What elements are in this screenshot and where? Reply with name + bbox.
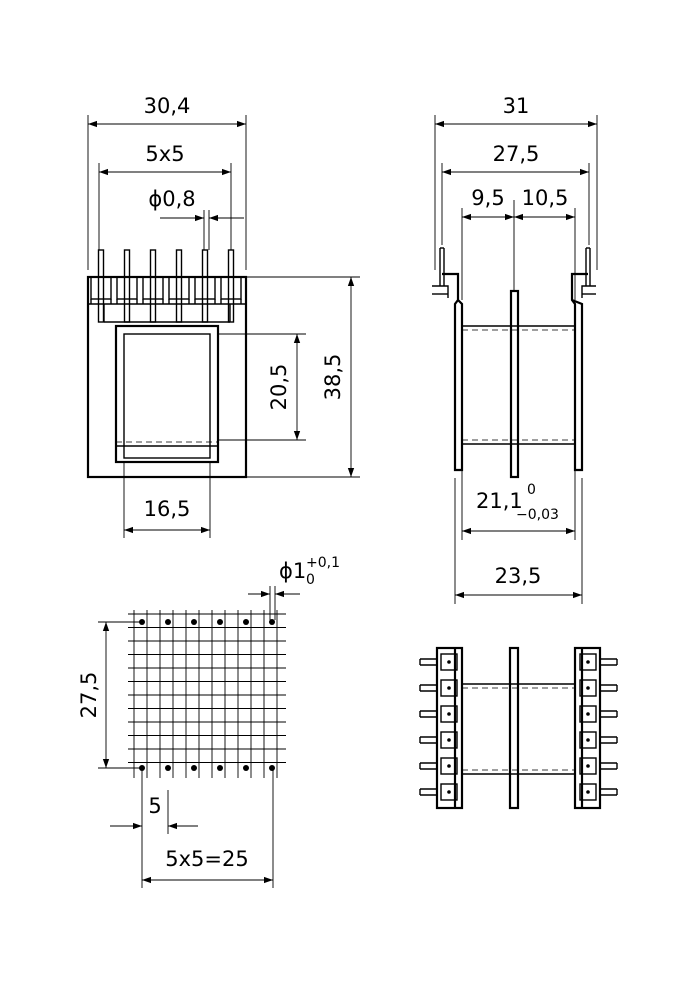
pin-slot [142, 276, 164, 300]
dim-pin-span-total: 5x5=25 [165, 847, 248, 871]
pcb-hole [217, 765, 223, 771]
dim-grid-pitch: 5 [148, 794, 161, 818]
pin-slot [220, 276, 242, 300]
dim-winding-tol-lower: −0,03 [516, 507, 559, 523]
pin-pad-right [579, 757, 597, 775]
bottom-pins [419, 653, 618, 801]
front-pins [90, 249, 242, 323]
pin-dot-right [586, 686, 590, 690]
pcb-hole [269, 765, 275, 771]
pin-pad-left [440, 679, 458, 697]
dim-hole-tol-lower: 0 [306, 572, 315, 588]
pin-pad-left [440, 731, 458, 749]
pcb-grid [128, 610, 286, 778]
pin-pad-right [579, 679, 597, 697]
dim-hole-diameter: ϕ1 [279, 559, 306, 583]
pcb-hole [243, 765, 249, 771]
pcb-hole [217, 619, 223, 625]
pin-dot-left [447, 764, 451, 768]
pin [149, 249, 157, 323]
pin [175, 249, 183, 323]
pcb-hole [191, 765, 197, 771]
center-flange-bottom [508, 646, 520, 810]
pin-pad-right [579, 731, 597, 749]
pcb-hole [165, 765, 171, 771]
pin-slot [90, 276, 112, 300]
bobbin-body [86, 275, 248, 479]
pin-dot-right [586, 712, 590, 716]
dim-pin-span: 27,5 [493, 142, 540, 166]
side-view: 31 27,5 9,5 10,5 21,1 0 −0,03 23,5 [432, 94, 598, 604]
center-flange [509, 289, 520, 479]
dim-winding-tol-upper: 0 [527, 482, 536, 498]
bottom-view [419, 646, 618, 810]
pin-pad-right [579, 653, 597, 671]
pcb-layout: ϕ1 +0,1 0 27,5 5 5x5=25 [77, 555, 340, 888]
left-pin-strip [435, 646, 464, 810]
pin-slot [194, 276, 216, 300]
dim-section-right: 10,5 [522, 186, 569, 210]
dim-flange-width: 23,5 [495, 564, 542, 588]
pin-dot-left [447, 686, 451, 690]
pcb-hole [191, 619, 197, 625]
dim-side-width: 31 [503, 94, 530, 118]
dim-pin-diameter: ϕ0,8 [148, 187, 195, 211]
pin-dot-left [447, 660, 451, 664]
pin-dot-right [586, 790, 590, 794]
dim-row-span: 27,5 [77, 672, 101, 719]
pin [201, 249, 209, 323]
pin [97, 249, 105, 323]
pin-dot-right [586, 764, 590, 768]
pin [227, 249, 235, 323]
pcb-hole [243, 619, 249, 625]
dim-window-height: 20,5 [267, 364, 291, 411]
pin-pad-right [579, 783, 597, 801]
dim-height-overall: 38,5 [321, 354, 345, 401]
dim-width-overall: 30,4 [144, 94, 191, 118]
pin-slot [168, 276, 190, 300]
dim-window-width: 16,5 [144, 497, 191, 521]
core-window [114, 324, 220, 464]
dim-pin-spacing: 5x5 [145, 142, 184, 166]
pcb-hole [269, 619, 275, 625]
dim-winding-width: 21,1 [476, 489, 523, 513]
front-view: 30,4 5x5 ϕ0,8 20,5 38,5 16,5 [86, 94, 360, 538]
pin-slot [116, 276, 138, 300]
pin-dot-left [447, 790, 451, 794]
dim-hole-tol-upper: +0,1 [306, 555, 340, 571]
pin-dot-right [586, 660, 590, 664]
pin-dot-left [447, 738, 451, 742]
pin-pad-left [440, 757, 458, 775]
dim-section-left: 9,5 [471, 186, 504, 210]
pin-pad-left [440, 653, 458, 671]
pin [123, 249, 131, 323]
pin-dot-right [586, 738, 590, 742]
pin-dot-left [447, 712, 451, 716]
pin-pad-right [579, 705, 597, 723]
pin-pad-left [440, 705, 458, 723]
pin-pad-left [440, 783, 458, 801]
pcb-hole [165, 619, 171, 625]
right-pin-strip [573, 646, 602, 810]
